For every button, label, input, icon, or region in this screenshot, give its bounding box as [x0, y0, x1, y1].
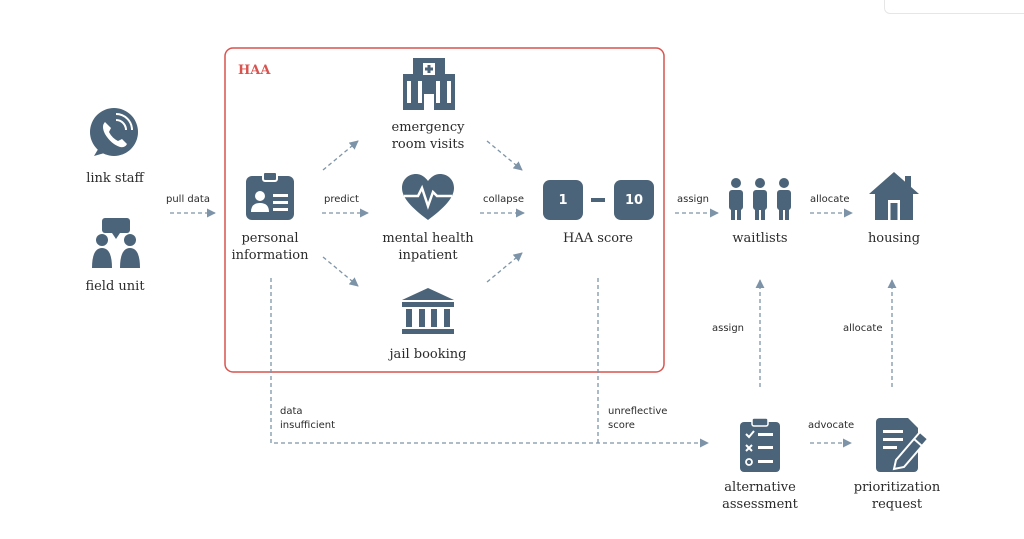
jail-booking-label: jail booking — [389, 347, 467, 362]
edge-label-assign-up: assign — [712, 323, 745, 334]
er-visits-label-line2: room visits — [391, 137, 465, 152]
score-min-badge: 1 — [543, 180, 583, 220]
haa-score-label: HAA score — [563, 231, 633, 246]
haa-frame — [224, 47, 665, 373]
mental-health-label-line2: inpatient — [398, 248, 458, 263]
meeting-icon — [92, 218, 140, 268]
heart-pulse-icon — [402, 174, 454, 220]
arrow-data-insufficient — [270, 278, 709, 448]
personal-info-label-line2: information — [231, 248, 309, 263]
house-icon — [869, 172, 919, 220]
mental-health-label-line1: mental health — [382, 231, 474, 246]
arrow-er-score — [486, 140, 523, 171]
haa-frame-title: HAA — [238, 63, 271, 78]
edge-label-allocate-up: allocate — [843, 323, 883, 334]
alternative-assessment-label-line2: assessment — [722, 497, 798, 512]
edge-label-data-insufficient-line2: insufficient — [280, 420, 336, 431]
waitlists-label: waitlists — [732, 231, 788, 246]
housing-label: housing — [867, 231, 921, 246]
personal-info-label-line1: personal — [241, 231, 299, 246]
hospital-icon — [403, 58, 455, 110]
edge-label-advocate: advocate — [808, 420, 855, 431]
edge-label-unreflective-line2: score — [608, 420, 635, 431]
edge-label-assign-top: assign — [677, 194, 710, 205]
search-box-fragment[interactable] — [884, 0, 1024, 14]
courthouse-icon — [402, 288, 454, 334]
field-unit-label: field unit — [85, 279, 145, 294]
arrow-predict-jail — [322, 256, 359, 287]
edge-label-collapse: collapse — [483, 194, 525, 205]
edge-label-data-insufficient-line1: data — [280, 406, 303, 417]
id-badge-icon — [246, 171, 294, 220]
score-range-dash — [591, 198, 605, 202]
er-visits-label-line1: emergency — [391, 120, 465, 135]
score-max-badge: 10 — [614, 180, 654, 220]
edge-label-allocate-top: allocate — [810, 194, 850, 205]
arrow-predict-er — [322, 140, 359, 171]
people-icon — [729, 178, 791, 220]
edge-label-unreflective-line1: unreflective — [608, 406, 668, 417]
arrows — [170, 140, 897, 448]
prioritization-request-label-line1: prioritization — [853, 480, 941, 495]
edit-document-icon — [876, 418, 930, 472]
phone-icon — [90, 108, 138, 156]
edge-label-predict: predict — [324, 194, 359, 205]
edge-label-pull-data: pull data — [166, 194, 210, 205]
checklist-icon — [740, 417, 780, 472]
prioritization-request-label-line2: request — [871, 497, 923, 512]
arrow-jail-score — [486, 252, 523, 283]
alternative-assessment-label-line1: alternative — [724, 480, 796, 495]
link-staff-label: link staff — [86, 171, 144, 186]
